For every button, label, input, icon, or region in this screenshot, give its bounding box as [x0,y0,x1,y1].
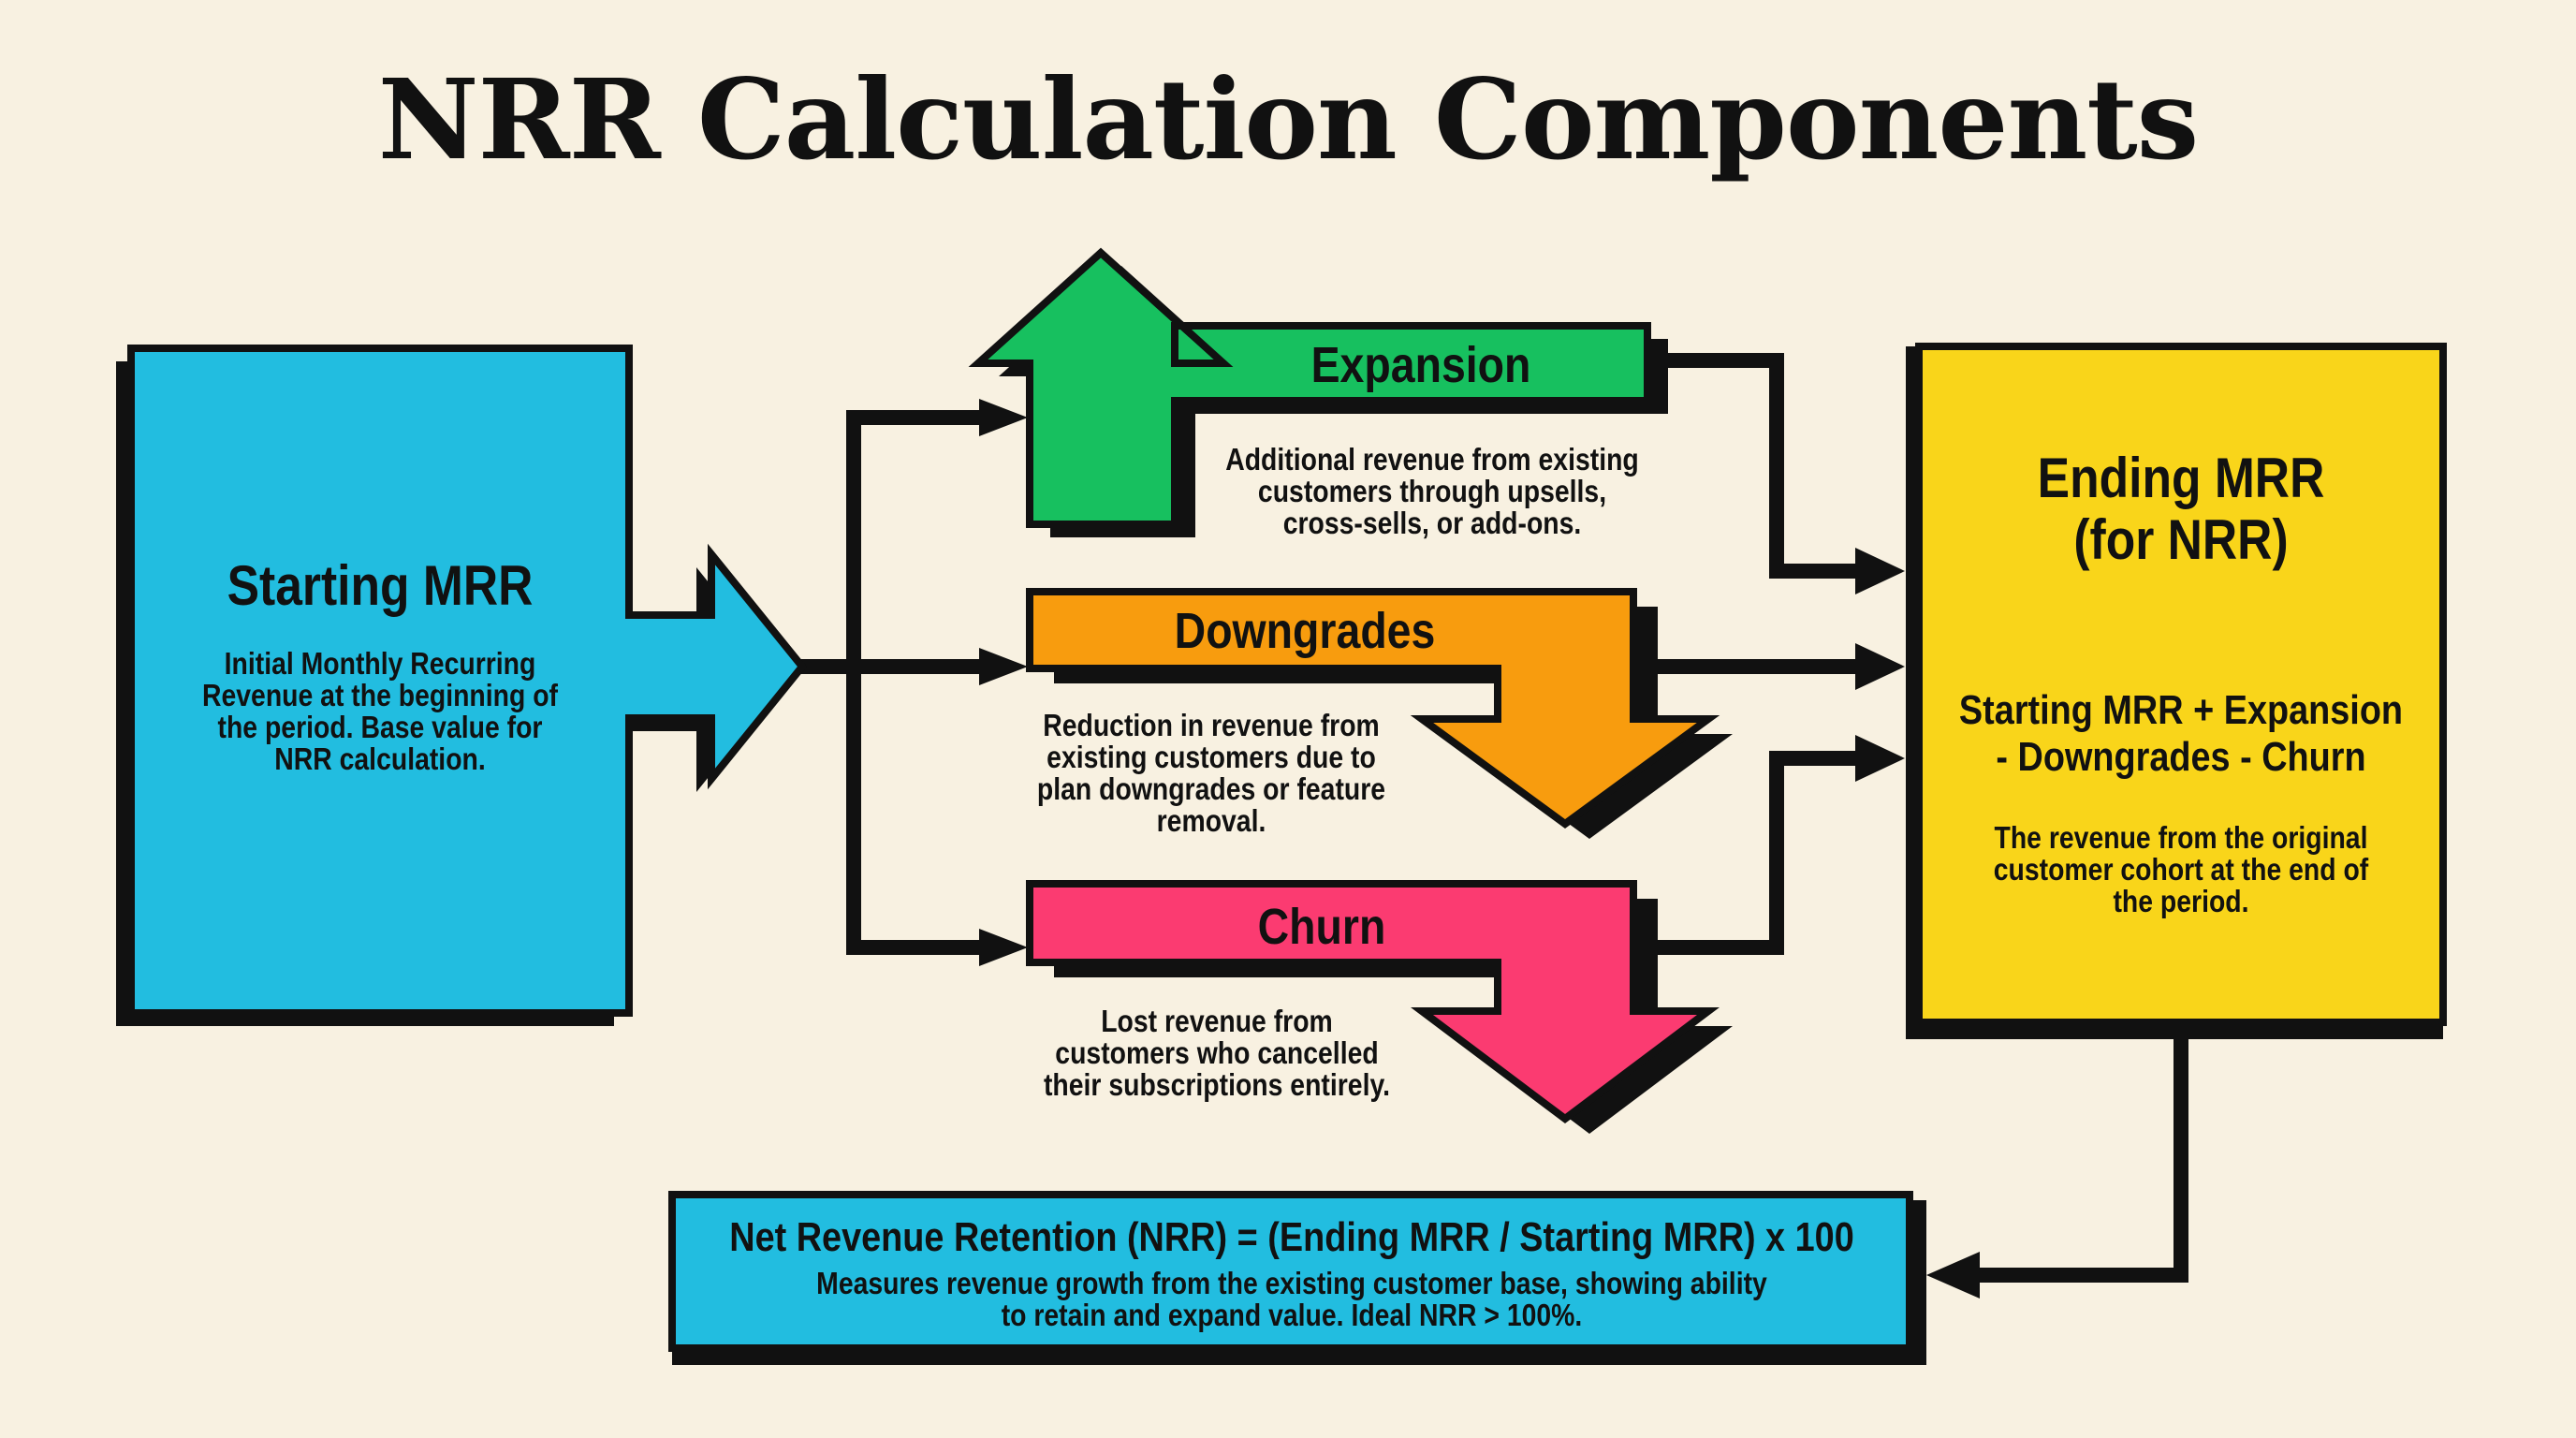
connector-arrowheads [979,399,1980,1299]
churn-title: Churn [1257,899,1386,955]
starting-mrr-title: Starting MRR [227,554,534,617]
expansion-to-ending-connector [1647,353,1858,579]
churn-desc: Lost revenue from customers who cancelle… [1043,1004,1391,1102]
nrr-formula-desc: Measures revenue growth from the existin… [816,1266,1767,1332]
ending-mrr-shape [1906,343,2447,1039]
ending-mrr-formula: Starting MRR + Expansion - Downgrades - … [1958,687,2404,780]
churn-arrow [1026,880,1720,1124]
nrr-formula-shape [668,1191,1926,1365]
ending-mrr-box [1915,343,2447,1026]
downgrades-desc: Reduction in revenue from existing custo… [1036,708,1386,838]
expansion-arrow [968,247,1651,528]
downgrades-arrow [1026,588,1720,829]
page-title: NRR Calculation Components [377,54,2199,184]
ending-mrr-desc: The revenue from the original customer c… [1993,820,2369,918]
starting-mrr-shape [116,345,808,1026]
connector-lines [796,353,2188,1283]
downgrades-arrow-shape [1026,588,1733,839]
arrowhead-churn [979,929,1028,966]
arrowhead-ending-mid [1855,643,1905,690]
arrowhead-downgrades [979,648,1028,685]
arrowhead-expansion [979,399,1028,436]
expansion-desc: Additional revenue from existing custome… [1225,442,1639,540]
starting-mrr-box [127,345,808,1017]
arrowhead-ending-bottom [1855,735,1905,782]
arrowhead-nrr [1926,1252,1980,1299]
starting-mrr-desc: Initial Monthly Recurring Revenue at the… [201,646,558,776]
expansion-arrow-shape [968,247,1668,537]
churn-to-ending-connector [1647,751,1858,955]
downgrades-title: Downgrades [1174,603,1436,659]
expansion-title: Expansion [1310,337,1531,393]
ending-to-nrr-connector [1975,1039,2188,1283]
ending-mrr-title: Ending MRR (for NRR) [2037,447,2325,571]
arrowhead-ending-top [1855,548,1905,594]
churn-arrow-shape [1026,880,1733,1134]
nrr-formula-box [668,1191,1913,1352]
split-connector [796,410,983,955]
nrr-formula-text: Net Revenue Retention (NRR) = (Ending MR… [729,1214,1854,1260]
